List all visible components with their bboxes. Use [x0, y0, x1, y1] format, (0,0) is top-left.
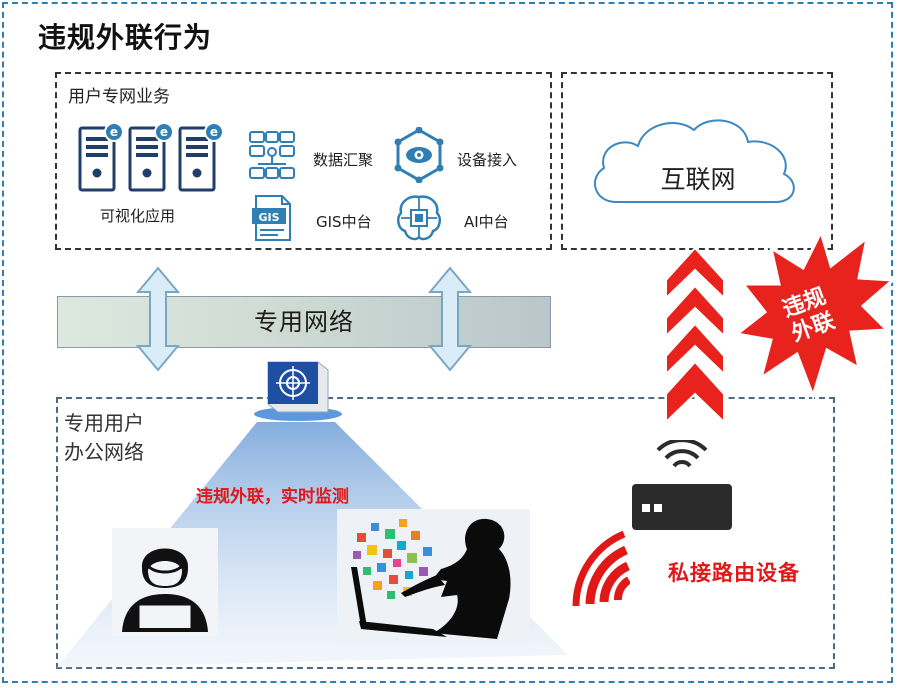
violation-arrow-icon	[665, 246, 725, 425]
device-access-icon	[394, 127, 444, 183]
woman-laptop-icon	[337, 509, 530, 643]
monitoring-device-icon	[254, 361, 342, 421]
business-group	[55, 72, 552, 250]
data-aggregation-label: 数据汇聚	[313, 151, 374, 169]
office-label-line2: 办公网络	[64, 440, 144, 464]
ai-brain-icon	[396, 195, 442, 241]
private-network-bar	[57, 296, 551, 348]
private-network-label: 专用网络	[254, 308, 354, 336]
office-label-line1: 专用用户	[64, 411, 144, 435]
office-network-group	[56, 397, 835, 669]
server-icon: e	[78, 122, 225, 192]
svg-text:e: e	[110, 125, 118, 139]
ai-platform-label: AI中台	[464, 213, 509, 231]
bidirectional-arrow-right	[428, 266, 472, 372]
visual-app-label: 可视化应用	[100, 207, 176, 225]
router-icon	[632, 440, 732, 530]
monitoring-text: 违规外联，实时监测	[196, 487, 349, 507]
gis-icon-text: GIS	[258, 211, 279, 224]
cloud-icon	[594, 119, 795, 203]
business-title: 用户专网业务	[68, 87, 170, 107]
office-user-icon	[112, 528, 218, 636]
gis-platform-label: GIS中台	[316, 213, 372, 231]
office-network-label: 专用用户 办公网络	[64, 409, 144, 467]
data-aggregation-icon	[249, 131, 295, 179]
bidirectional-arrow-left	[136, 266, 180, 372]
gis-icon: GIS	[252, 195, 291, 241]
device-access-label: 设备接入	[457, 151, 518, 169]
internet-label: 互联网	[660, 165, 736, 194]
router-label: 私接路由设备	[668, 561, 800, 585]
page-title: 违规外联行为	[38, 21, 213, 54]
violation-badge-icon	[735, 228, 895, 400]
wireless-signal-icon	[572, 530, 630, 607]
